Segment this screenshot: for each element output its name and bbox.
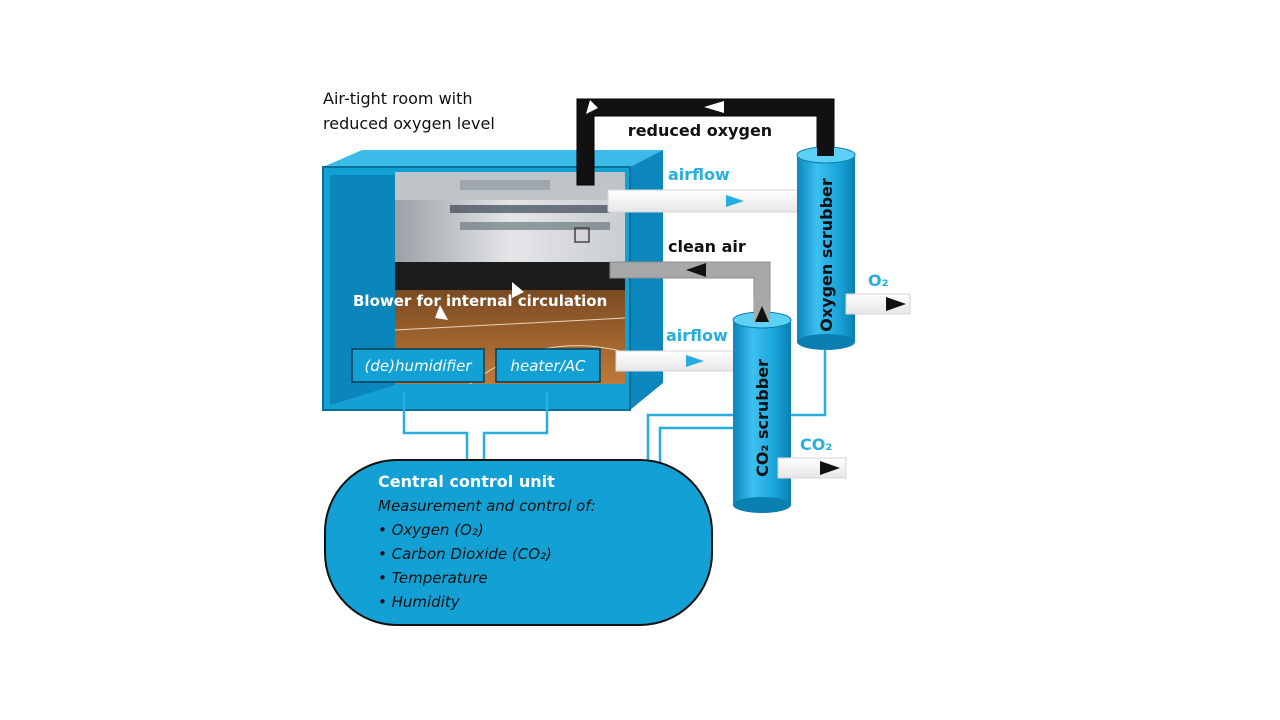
- control-item-temperature: • Temperature: [378, 569, 488, 587]
- humidifier-box: [351, 348, 485, 383]
- control-item-co2: • Carbon Dioxide (CO₂): [378, 545, 552, 563]
- co2-scrubber-label: CO₂ scrubber: [753, 359, 772, 477]
- central-control-unit: [324, 459, 713, 626]
- blower-arrow-icon-2: [512, 282, 524, 298]
- o2-output-label: O₂: [868, 271, 889, 290]
- oxygen-scrubber: [796, 116, 856, 350]
- co2-output-arrow-icon: [820, 461, 840, 475]
- o2-output-pipe: [845, 293, 911, 315]
- airflow-bottom-pipe: [615, 350, 747, 372]
- oxygen-scrubber-label: Oxygen scrubber: [817, 178, 836, 332]
- clean-air-label: clean air: [668, 237, 746, 256]
- airflow-top-arrow-icon: [726, 195, 744, 207]
- blower-arrow-icon: [435, 305, 448, 320]
- room-inner-wall: [330, 175, 395, 405]
- control-unit-title: Central control unit: [378, 472, 555, 491]
- humidifier-label: (de)humidifier: [364, 357, 472, 375]
- control-unit-subtitle: Measurement and control of:: [378, 497, 596, 515]
- control-item-humidity: • Humidity: [378, 593, 461, 611]
- reduced-oxygen-label: reduced oxygen: [628, 121, 772, 140]
- room-caption-line1: Air-tight room with: [323, 89, 473, 108]
- airflow-top-pipe: [607, 189, 809, 213]
- blower-label: Blower for internal circulation: [353, 292, 607, 310]
- airflow-bottom-label: airflow: [666, 326, 728, 345]
- reduced-oxygen-arrow-icon-2: [704, 101, 724, 113]
- heater-label: heater/AC: [511, 357, 587, 375]
- clean-air-arrow-icon: [686, 263, 706, 277]
- co2-output-label: CO₂: [800, 435, 832, 454]
- room-caption-line2: reduced oxygen level: [323, 114, 495, 133]
- room-top-face: [323, 150, 663, 167]
- airflow-bottom-arrow-icon: [686, 355, 704, 367]
- airflow-top-label: airflow: [668, 165, 730, 184]
- co2-output-pipe: [777, 457, 847, 479]
- reduced-oxygen-arrow-icon-1: [586, 100, 598, 114]
- control-item-oxygen: • Oxygen (O₂): [378, 521, 484, 539]
- clean-air-up-arrow-icon: [755, 306, 769, 322]
- control-wires: [402, 350, 827, 462]
- room-side-face: [630, 150, 663, 410]
- heater-box: [495, 348, 601, 383]
- o2-output-arrow-icon: [886, 297, 906, 311]
